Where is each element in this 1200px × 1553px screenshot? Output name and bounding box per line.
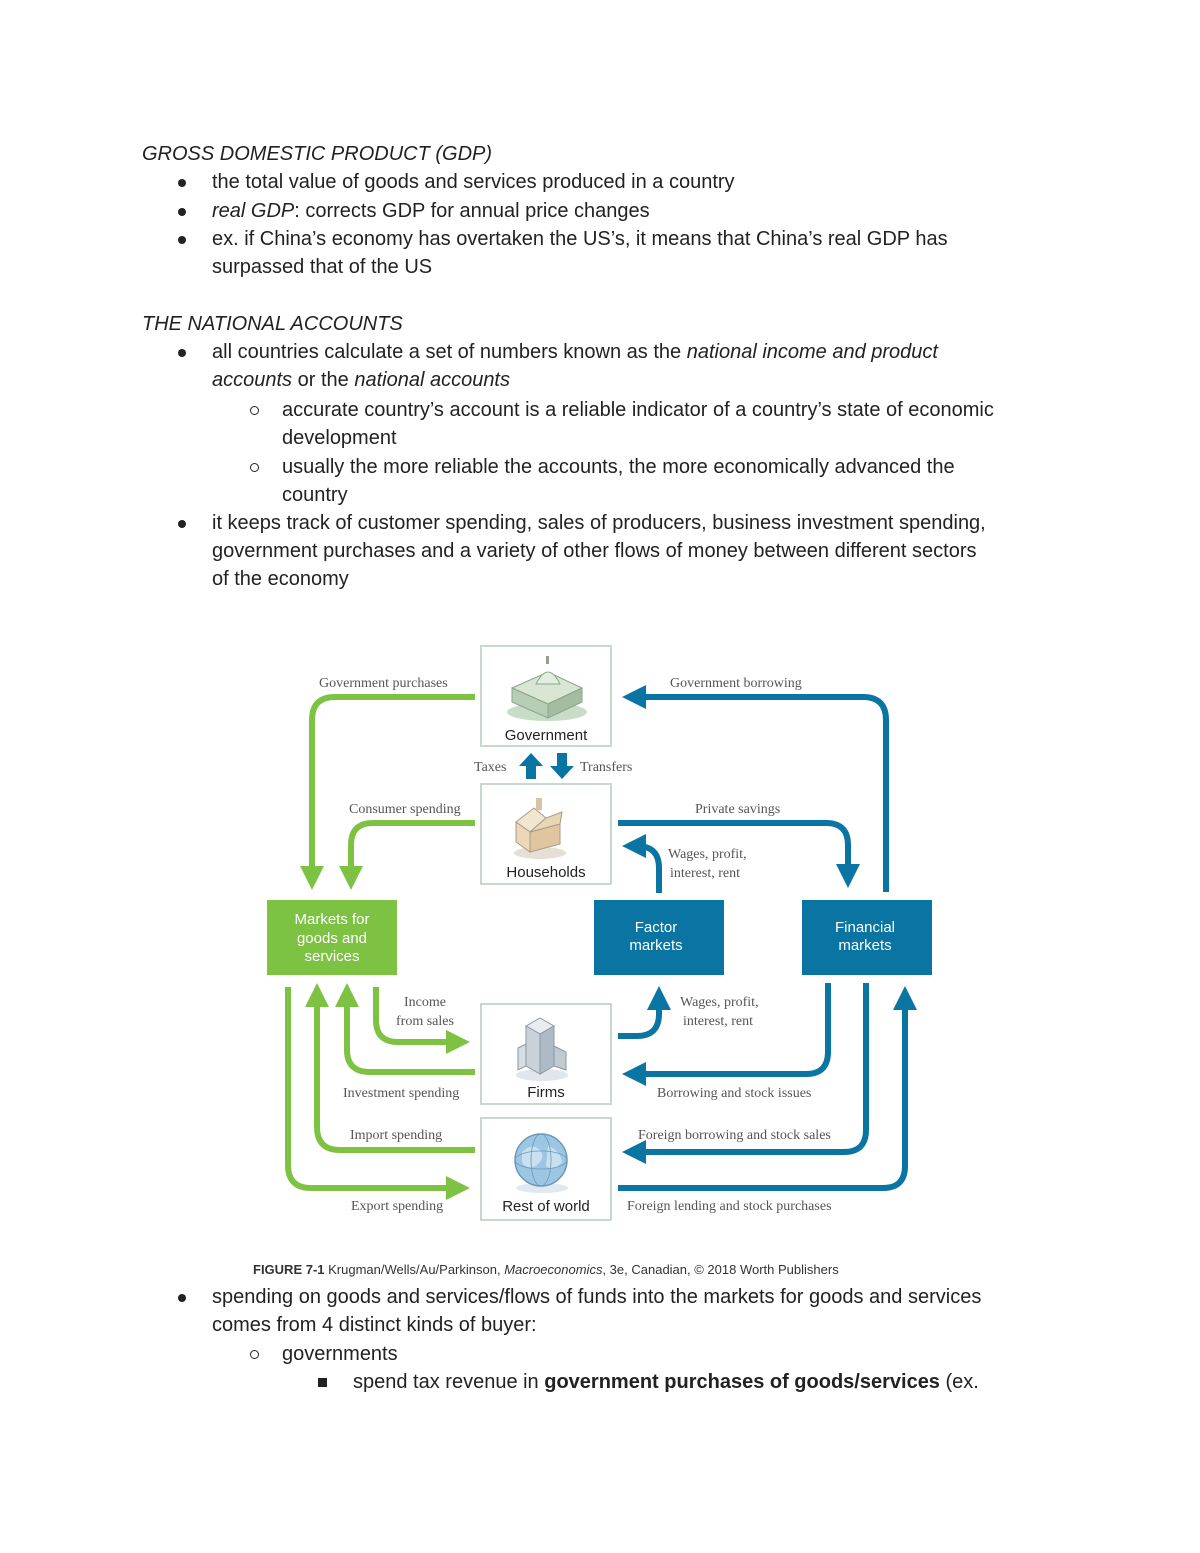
na-bullet-2-line3: of the economy: [212, 568, 349, 590]
na-bullet-2-line1: it keeps track of customer spending, sal…: [212, 512, 986, 534]
flow-label-wages-top-2: interest, rent: [670, 866, 740, 881]
subsub-text: spend tax revenue in: [353, 1371, 545, 1393]
box-markets-goods: [267, 900, 397, 975]
flow-label-government-borrowing: Government borrowing: [670, 676, 802, 691]
heading-national-accounts: THE NATIONAL ACCOUNTS: [142, 313, 403, 335]
label-markets-line1: Markets for: [294, 911, 369, 928]
bullet-dot: [178, 520, 186, 528]
arrow-consumer-spending: [339, 820, 475, 890]
heading-gdp: GROSS DOMESTIC PRODUCT (GDP): [142, 143, 493, 165]
box-factor-markets: [594, 900, 724, 975]
sub-sub-bullet-square: [318, 1378, 327, 1387]
na-text: all countries calculate a set of numbers…: [212, 341, 687, 363]
house-icon: [514, 798, 566, 859]
label-firms: Firms: [527, 1084, 565, 1101]
subsub-term: government purchases of goods/services: [544, 1371, 940, 1393]
flow-label-taxes: Taxes: [474, 760, 506, 775]
arrow-transfers-down: [550, 753, 574, 779]
flow-label-consumer-spending: Consumer spending: [349, 802, 461, 817]
term-real-gdp: real GDP: [212, 200, 295, 222]
arrow-investment-spending: [335, 983, 475, 1075]
na-bullet-1-line1: all countries calculate a set of numbers…: [212, 338, 938, 366]
flow-label-wages-bottom-1: Wages, profit,: [680, 995, 759, 1010]
na-sub-2-line1: usually the more reliable the accounts, …: [282, 456, 955, 478]
subsub-text-end: (ex.: [939, 1371, 979, 1393]
arrow-foreign-lending: [618, 986, 917, 1191]
sub-bullet-circle: [250, 406, 259, 415]
arrow-export-spending: [285, 987, 470, 1200]
arrow-wages-from-firms: [618, 986, 671, 1039]
flow-label-wages-top-1: Wages, profit,: [668, 847, 747, 862]
flow-label-import-spending: Import spending: [350, 1128, 442, 1143]
bullet-dot: [178, 236, 186, 244]
box-financial-markets: [802, 900, 932, 975]
label-factor-line2: markets: [629, 937, 682, 954]
caption-figure-number: FIGURE 7-1: [253, 1262, 325, 1277]
flow-label-private-savings: Private savings: [695, 802, 780, 817]
na-bullet-2-line2: government purchases and a variety of ot…: [212, 540, 977, 562]
caption-authors: Krugman/Wells/Au/Parkinson,: [324, 1262, 505, 1277]
gdp-bullet-3-line1: ex. if China’s economy has overtaken the…: [212, 228, 948, 250]
arrow-government-purchases: [300, 694, 475, 890]
gdp-bullet-3-line2: surpassed that of the US: [212, 256, 433, 278]
gdp-bullet-2-text: : corrects GDP for annual price changes: [294, 200, 650, 222]
na-sub-1-line2: development: [282, 427, 397, 449]
na-bullet-1-line2: accounts or the national accounts: [212, 366, 510, 394]
gdp-bullet-2: real GDP: corrects GDP for annual price …: [212, 197, 650, 225]
taxes-transfers-arrows: [519, 753, 574, 779]
flow-label-foreign-borrowing: Foreign borrowing and stock sales: [638, 1128, 831, 1143]
arrow-wages-to-households: [622, 834, 662, 893]
label-government: Government: [505, 727, 588, 744]
label-factor-line1: Factor: [635, 919, 678, 936]
blue-flows: [618, 685, 917, 1191]
label-financial-line2: markets: [838, 937, 891, 954]
globe-icon: [514, 1133, 568, 1193]
arrow-borrowing-stock: [622, 983, 831, 1086]
office-building-icon: [516, 1017, 568, 1081]
arrow-private-savings: [618, 820, 860, 888]
flow-label-income-1: Income: [404, 995, 446, 1010]
flow-label-government-purchases: Government purchases: [319, 676, 448, 691]
arrow-foreign-borrowing: [622, 983, 869, 1164]
label-rest-of-world: Rest of world: [502, 1198, 590, 1215]
label-markets-line3: services: [304, 948, 359, 965]
arrow-government-borrowing: [622, 685, 889, 892]
flow-label-wages-bottom-2: interest, rent: [683, 1014, 753, 1029]
green-flows: [285, 694, 475, 1200]
arrow-income-from-sales: [373, 987, 470, 1054]
government-building-icon: [507, 656, 587, 721]
na-text: or the: [292, 369, 355, 391]
sub-bullet-circle: [250, 463, 259, 472]
bullet-dot: [178, 208, 186, 216]
gdp-bullet-1: the total value of goods and services pr…: [212, 171, 735, 193]
caption-publisher: , 3e, Canadian, © 2018 Worth Publishers: [602, 1262, 839, 1277]
flow-label-foreign-lending: Foreign lending and stock purchases: [627, 1199, 832, 1214]
spending-bullet-line2: comes from 4 distinct kinds of buyer:: [212, 1314, 537, 1336]
caption-title: Macroeconomics: [504, 1262, 603, 1277]
label-markets-line2: goods and: [297, 930, 367, 947]
subsub-tax-revenue: spend tax revenue in government purchase…: [353, 1368, 979, 1396]
flow-label-transfers: Transfers: [580, 760, 632, 775]
na-term: accounts: [212, 369, 293, 391]
label-households: Households: [506, 864, 585, 881]
bullet-dot: [178, 1294, 186, 1302]
bullet-dot: [178, 349, 186, 357]
flow-label-export-spending: Export spending: [351, 1199, 443, 1214]
sub-bullet-circle: [250, 1350, 259, 1359]
na-sub-1-line1: accurate country’s account is a reliable…: [282, 399, 994, 421]
arrow-taxes-up: [519, 753, 543, 779]
flow-label-income-2: from sales: [396, 1014, 454, 1029]
arrow-import-spending: [305, 983, 475, 1153]
na-term: national accounts: [354, 369, 510, 391]
bullet-dot: [178, 179, 186, 187]
na-term: national income and product: [686, 341, 938, 363]
figure-caption: FIGURE 7-1 Krugman/Wells/Au/Parkinson, M…: [253, 1262, 839, 1277]
spending-bullet-line1: spending on goods and services/flows of …: [212, 1286, 982, 1308]
na-sub-2-line2: country: [282, 484, 348, 506]
flow-label-investment-spending: Investment spending: [343, 1086, 459, 1101]
label-financial-line1: Financial: [835, 919, 895, 936]
sub-governments: governments: [282, 1343, 398, 1365]
flow-label-borrowing-stock: Borrowing and stock issues: [657, 1086, 811, 1101]
